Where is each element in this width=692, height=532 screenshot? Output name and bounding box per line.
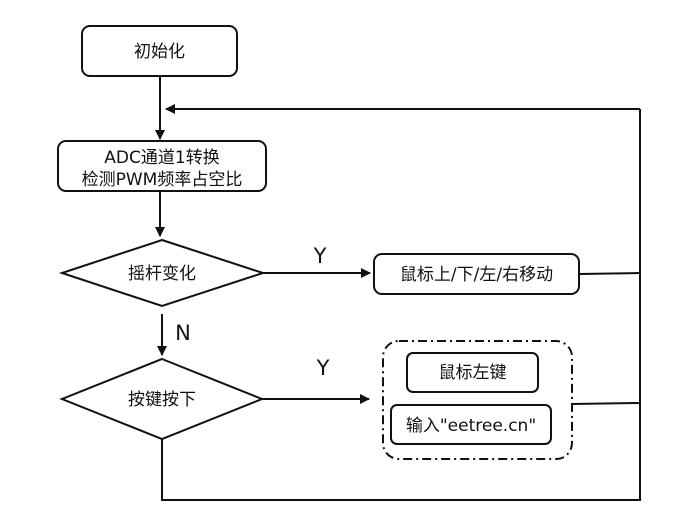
- adc-process-node: ADC通道1转换 检测PWM频率占空比: [57, 140, 267, 192]
- left-click-node: 鼠标左键: [406, 352, 539, 393]
- joystick-no-label: N: [175, 321, 191, 345]
- key-actions-group: [382, 340, 573, 460]
- key-yes-label: Y: [316, 356, 330, 380]
- adc-process-label-line1: ADC通道1转换: [104, 148, 219, 168]
- joystick-yes-label: Y: [313, 244, 327, 268]
- key-decision-label: 按键按下: [128, 390, 196, 410]
- mouse-move-node: 鼠标上/下/左/右移动: [373, 253, 580, 295]
- init-node: 初始化: [81, 25, 238, 77]
- key-decision-node: 按键按下: [59, 357, 265, 441]
- mouse-move-label: 鼠标上/下/左/右移动: [400, 265, 553, 285]
- joystick-decision-node: 摇杆变化: [58, 238, 267, 308]
- left-click-label: 鼠标左键: [439, 363, 507, 383]
- loop-from-mouse-move: [578, 272, 641, 275]
- adc-process-label-line2: 检测PWM频率占空比: [82, 170, 243, 190]
- loop-from-actions-group: [571, 402, 641, 405]
- joystick-decision-label: 摇杆变化: [128, 264, 196, 284]
- input-text-node: 输入"eetree.cn": [390, 404, 552, 445]
- init-label: 初始化: [134, 42, 185, 62]
- input-text-label: 输入"eetree.cn": [406, 416, 536, 436]
